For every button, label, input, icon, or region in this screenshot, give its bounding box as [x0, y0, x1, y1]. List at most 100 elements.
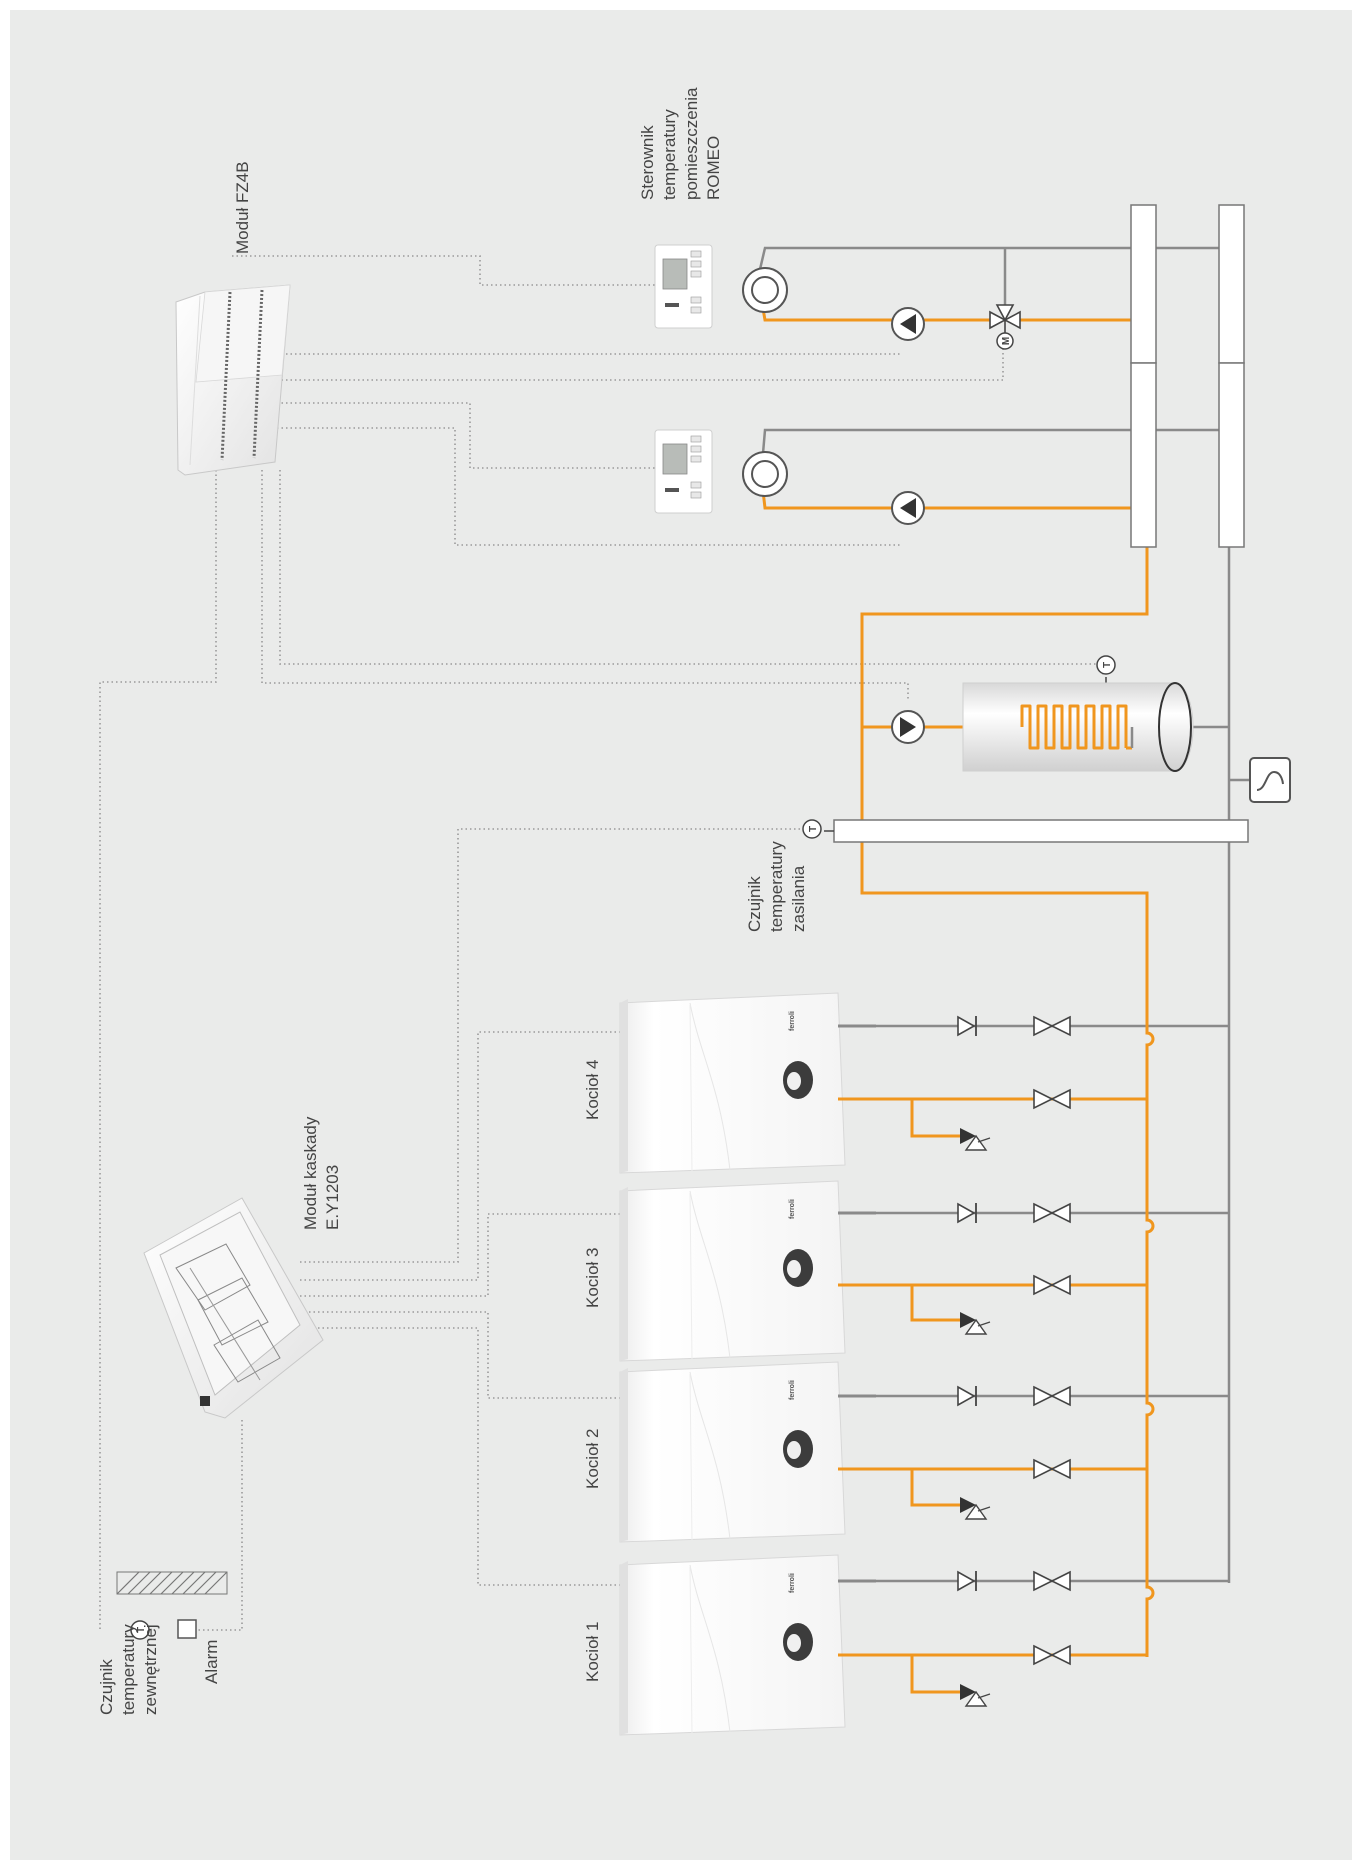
safety-valve-outlet — [964, 1690, 988, 1707]
boiler-label: Kocioł 3 — [583, 1248, 602, 1308]
safety-valve-spring — [977, 1693, 991, 1699]
boiler-edge — [620, 1368, 628, 1542]
outdoor-sensor-label-line-2: temperatury — [119, 1624, 138, 1715]
boiler-edge — [620, 1561, 628, 1735]
cascade-label-line-2: E.Y1203 — [323, 1165, 342, 1230]
outdoor-sensor-label-line-3: zewnętrznej — [141, 1624, 160, 1715]
boiler-label: Kocioł 4 — [583, 1060, 602, 1120]
label-alarm: Alarm — [202, 1640, 221, 1684]
safety-valve-icon — [960, 1684, 976, 1700]
boiler-control-window — [787, 1634, 801, 1652]
manifolds — [833, 204, 1249, 843]
boiler-control-window — [787, 1260, 801, 1278]
outdoor-sensor-icon: T — [130, 1620, 150, 1640]
boiler-edge — [620, 999, 628, 1173]
safety-valve-outlet — [964, 1503, 988, 1520]
cascade-label-line-1: Moduł kaskady — [301, 1116, 320, 1230]
supply-sensor-label-line-2: temperatury — [767, 841, 786, 932]
label-fz4b: Moduł FZ4B — [233, 161, 252, 254]
boiler-brand-logo: ferroli — [789, 1011, 796, 1031]
pump-icon — [891, 491, 925, 525]
boiler-label: Kocioł 1 — [583, 1622, 602, 1682]
safety-valve-outlet — [964, 1134, 988, 1151]
expansion-vessel-icon — [1229, 757, 1291, 803]
gate-valve-right-half — [1050, 1202, 1071, 1224]
gate-valve-right-half — [1050, 1015, 1071, 1037]
boiler-control-window — [787, 1072, 801, 1090]
supply-sensor-symbol: T — [808, 826, 819, 832]
check-valve-icon — [957, 1015, 976, 1037]
fz4b-label: Moduł FZ4B — [233, 161, 252, 254]
hydraulic-separator — [833, 819, 1249, 843]
label-outdoor-sensor: Czujnik temperatury zewnętrznej — [97, 1624, 160, 1715]
motor-symbol: M — [1001, 337, 1012, 345]
boiler-control-window — [787, 1441, 801, 1459]
motor-icon: M — [996, 332, 1014, 350]
gate-valve-left-half — [1033, 1274, 1054, 1296]
safety-valve-spring — [977, 1321, 991, 1327]
pump-icon — [891, 307, 925, 341]
heating-circuit-icon — [742, 451, 788, 497]
gate-valve-right-half — [1050, 1458, 1071, 1480]
boiler-label: Kocioł 2 — [583, 1429, 602, 1489]
gate-valve-right-half — [1050, 1570, 1071, 1592]
boiler-brand-logo: ferroli — [789, 1380, 796, 1400]
tank-sensor-icon: T — [1096, 655, 1116, 690]
gate-valve-left-half — [1033, 1088, 1054, 1110]
safety-valve-spring — [977, 1506, 991, 1512]
safety-valve-icon — [960, 1312, 976, 1328]
boiler-brand-logo: ferroli — [789, 1199, 796, 1219]
outdoor-sensor-label-line-1: Czujnik — [97, 1659, 116, 1715]
gate-valve-left-half — [1033, 1458, 1054, 1480]
gate-valve-right-half — [1050, 1385, 1071, 1407]
label-romeo: Sterownik temperatury pomieszczenia ROME… — [638, 87, 723, 200]
alarm-icon — [177, 1619, 197, 1639]
boiler-panel-line — [689, 1564, 731, 1733]
pump-icon — [891, 710, 925, 744]
supply-pipes — [760, 302, 1155, 1694]
gate-valve-right-half — [1050, 1644, 1071, 1666]
heating-circuit-icon — [742, 267, 788, 313]
romeo-controller — [654, 244, 713, 329]
alarm-label: Alarm — [202, 1640, 221, 1684]
tank-sensor-symbol: T — [1102, 662, 1113, 668]
dhw-tank — [962, 682, 1194, 772]
safety-valve-icon — [960, 1497, 976, 1513]
check-valve-icon — [957, 1385, 976, 1407]
fz4b-module — [175, 284, 291, 476]
check-valve-icon — [957, 1570, 976, 1592]
outside-wall — [116, 1571, 228, 1595]
gate-valve-left-half — [1033, 1015, 1054, 1037]
romeo-label-line-3: pomieszczenia — [682, 87, 701, 200]
romeo-label-line-4: ROMEO — [704, 136, 723, 200]
supply-sensor-label-line-3: zasilania — [789, 865, 808, 932]
safety-valve-icon — [960, 1128, 976, 1144]
romeo-label-line-1: Sterownik — [638, 125, 657, 200]
cascade-module — [143, 1197, 324, 1419]
mixing-valve-icon — [989, 304, 1021, 334]
gate-valve-left-half — [1033, 1644, 1054, 1666]
safety-valve-outlet — [964, 1318, 988, 1335]
boiler-panel-line — [689, 1190, 731, 1359]
outdoor-sensor-symbol: T — [136, 1627, 147, 1633]
boiler-panel-seam — [689, 1004, 693, 1172]
gate-valve-right-half — [1050, 1274, 1071, 1296]
label-cascade: Moduł kaskady E.Y1203 — [301, 1116, 342, 1230]
boiler-panel-line — [689, 1002, 731, 1171]
gate-valve-right-half — [1050, 1088, 1071, 1110]
romeo-label-line-2: temperatury — [660, 109, 679, 200]
boiler-panel-seam — [689, 1373, 693, 1541]
label-supply-sensor: Czujnik temperatury zasilania — [745, 841, 808, 932]
gate-valve-left-half — [1033, 1202, 1054, 1224]
check-valve-icon — [957, 1202, 976, 1224]
supply-sensor-label-line-1: Czujnik — [745, 876, 764, 932]
romeo-controller — [654, 429, 713, 514]
safety-valve-spring — [977, 1137, 991, 1143]
supply-sensor-icon: T — [802, 819, 834, 839]
